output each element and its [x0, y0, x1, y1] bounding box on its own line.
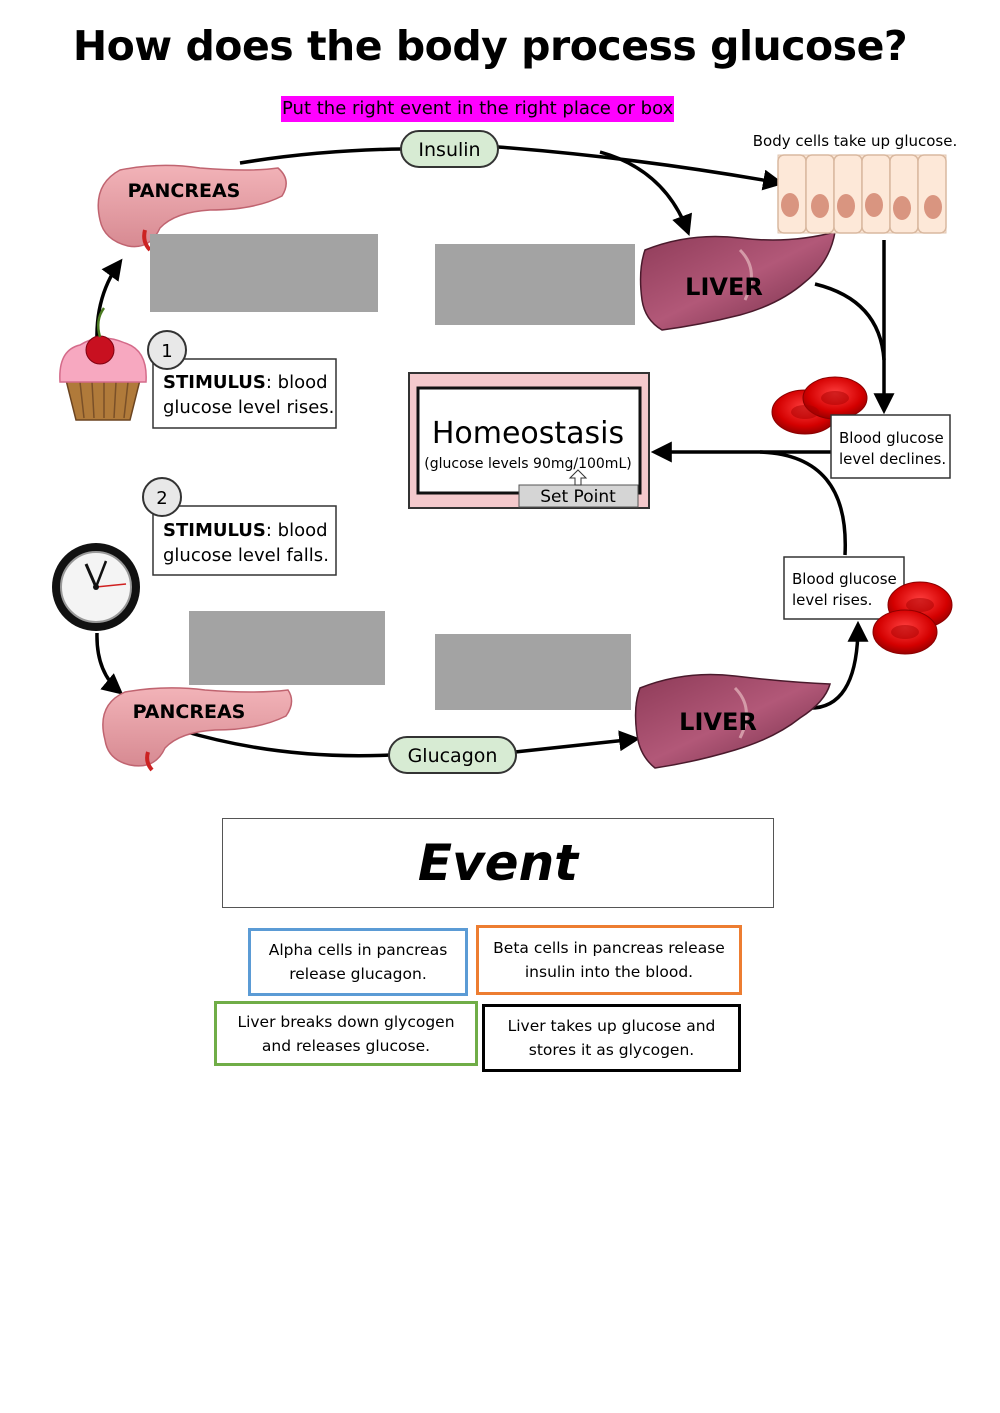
- liver-bottom-image: LIVER: [634, 673, 831, 769]
- stimulus-2-line1: : blood: [266, 520, 328, 541]
- stimulus-1-number: 1: [161, 341, 172, 362]
- drop-zone-1[interactable]: [150, 234, 378, 312]
- event-card-line2: insulin into the blood.: [524, 963, 694, 981]
- liver-top-image: LIVER: [639, 230, 836, 331]
- event-header: Event: [222, 818, 774, 908]
- instruction-banner: Put the right event in the right place o…: [281, 96, 675, 122]
- stimulus-2-number: 2: [156, 488, 167, 509]
- homeostasis-title: Homeostasis: [432, 416, 624, 451]
- declines-box: Blood glucose level declines.: [830, 414, 951, 479]
- stimulus-1-line1: : blood: [266, 372, 328, 393]
- pancreas-bottom-label: PANCREAS: [133, 701, 246, 723]
- rises-line1: Blood glucose: [792, 570, 897, 588]
- liver-top-label: LIVER: [685, 273, 763, 301]
- svg-text:STIMULUS: blood: STIMULUS: blood: [163, 520, 328, 541]
- insulin-label: Insulin: [400, 130, 499, 168]
- declines-line1: Blood glucose: [839, 429, 944, 447]
- rises-to-homeostasis-line: [759, 450, 847, 556]
- event-card-beta-cells[interactable]: Beta cells in pancreas release insulin i…: [476, 925, 742, 995]
- event-card-line2: and releases glucose.: [261, 1036, 431, 1055]
- stimulus-2-line2: glucose level falls.: [163, 545, 329, 566]
- event-card-line1: Beta cells in pancreas release: [493, 939, 725, 957]
- svg-text:STIMULUS: blood: STIMULUS: blood: [163, 372, 328, 393]
- stimulus-1-bold: STIMULUS: [163, 372, 266, 393]
- rises-box: Blood glucose level rises.: [783, 556, 905, 620]
- liver-to-rises-arrow: [804, 620, 869, 710]
- liver-bottom-label: LIVER: [679, 708, 757, 736]
- stimulus-1-line2: glucose level rises.: [163, 397, 334, 418]
- pancreas-top-label: PANCREAS: [128, 180, 241, 202]
- set-point-label: Set Point: [540, 487, 616, 507]
- event-card-liver-takes-up[interactable]: Liver takes up glucose and stores it as …: [482, 1004, 741, 1072]
- red-blood-cells-bottom: [872, 581, 953, 655]
- liver-to-declines-line: [814, 282, 886, 361]
- event-card-line1: Liver breaks down glycogen: [237, 1012, 455, 1031]
- homeostasis-box: Homeostasis (glucose levels 90mg/100mL) …: [408, 372, 650, 509]
- body-cells-caption: Body cells take up glucose.: [753, 132, 957, 150]
- insulin-line-left: [239, 147, 403, 165]
- glucagon-label: Glucagon: [388, 736, 517, 774]
- insulin-to-liver-arrow: [599, 150, 692, 236]
- body-cells-image: Body cells take up glucose.: [753, 132, 957, 234]
- insulin-to-cells-arrow: [497, 145, 785, 191]
- svg-text:Insulin: Insulin: [418, 139, 480, 161]
- event-card-alpha-cells[interactable]: Alpha cells in pancreas release glucagon…: [248, 928, 468, 996]
- red-blood-cells-top: [771, 376, 868, 435]
- svg-text:Glucagon: Glucagon: [408, 745, 498, 767]
- rises-line2: level rises.: [792, 591, 872, 609]
- event-card-line2: release glucagon.: [289, 965, 427, 983]
- drop-zone-3[interactable]: [189, 611, 385, 685]
- event-card-line2: stores it as glycogen.: [528, 1041, 695, 1059]
- glucagon-line-left: [179, 728, 391, 758]
- page-title: How does the body process glucose?: [72, 22, 908, 70]
- drop-zone-2[interactable]: [435, 244, 635, 325]
- homeostasis-subtitle: (glucose levels 90mg/100mL): [424, 456, 631, 472]
- event-card-line1: Liver takes up glucose and: [507, 1017, 716, 1035]
- stimulus-1-box: 1 STIMULUS: blood glucose level rises.: [147, 330, 337, 429]
- cupcake-icon: [59, 307, 147, 421]
- pancreas-top-image: PANCREAS: [97, 164, 287, 252]
- stimulus-2-box: 2 STIMULUS: blood glucose level falls.: [142, 477, 337, 576]
- glucagon-to-liver-arrow: [514, 730, 641, 754]
- clock-to-pancreas-arrow: [95, 632, 124, 695]
- pancreas-bottom-image: PANCREAS: [102, 687, 293, 772]
- event-card-line1: Alpha cells in pancreas: [268, 941, 448, 959]
- event-card-liver-breaks-down[interactable]: Liver breaks down glycogen and releases …: [214, 1001, 478, 1066]
- declines-line2: level declines.: [839, 450, 946, 468]
- stimulus-2-bold: STIMULUS: [163, 520, 266, 541]
- drop-zone-4[interactable]: [435, 634, 631, 710]
- clock-icon: [52, 543, 140, 631]
- glucose-cycle-diagram: Insulin Glucagon PANCREAS PANCREAS LIVER…: [52, 130, 957, 774]
